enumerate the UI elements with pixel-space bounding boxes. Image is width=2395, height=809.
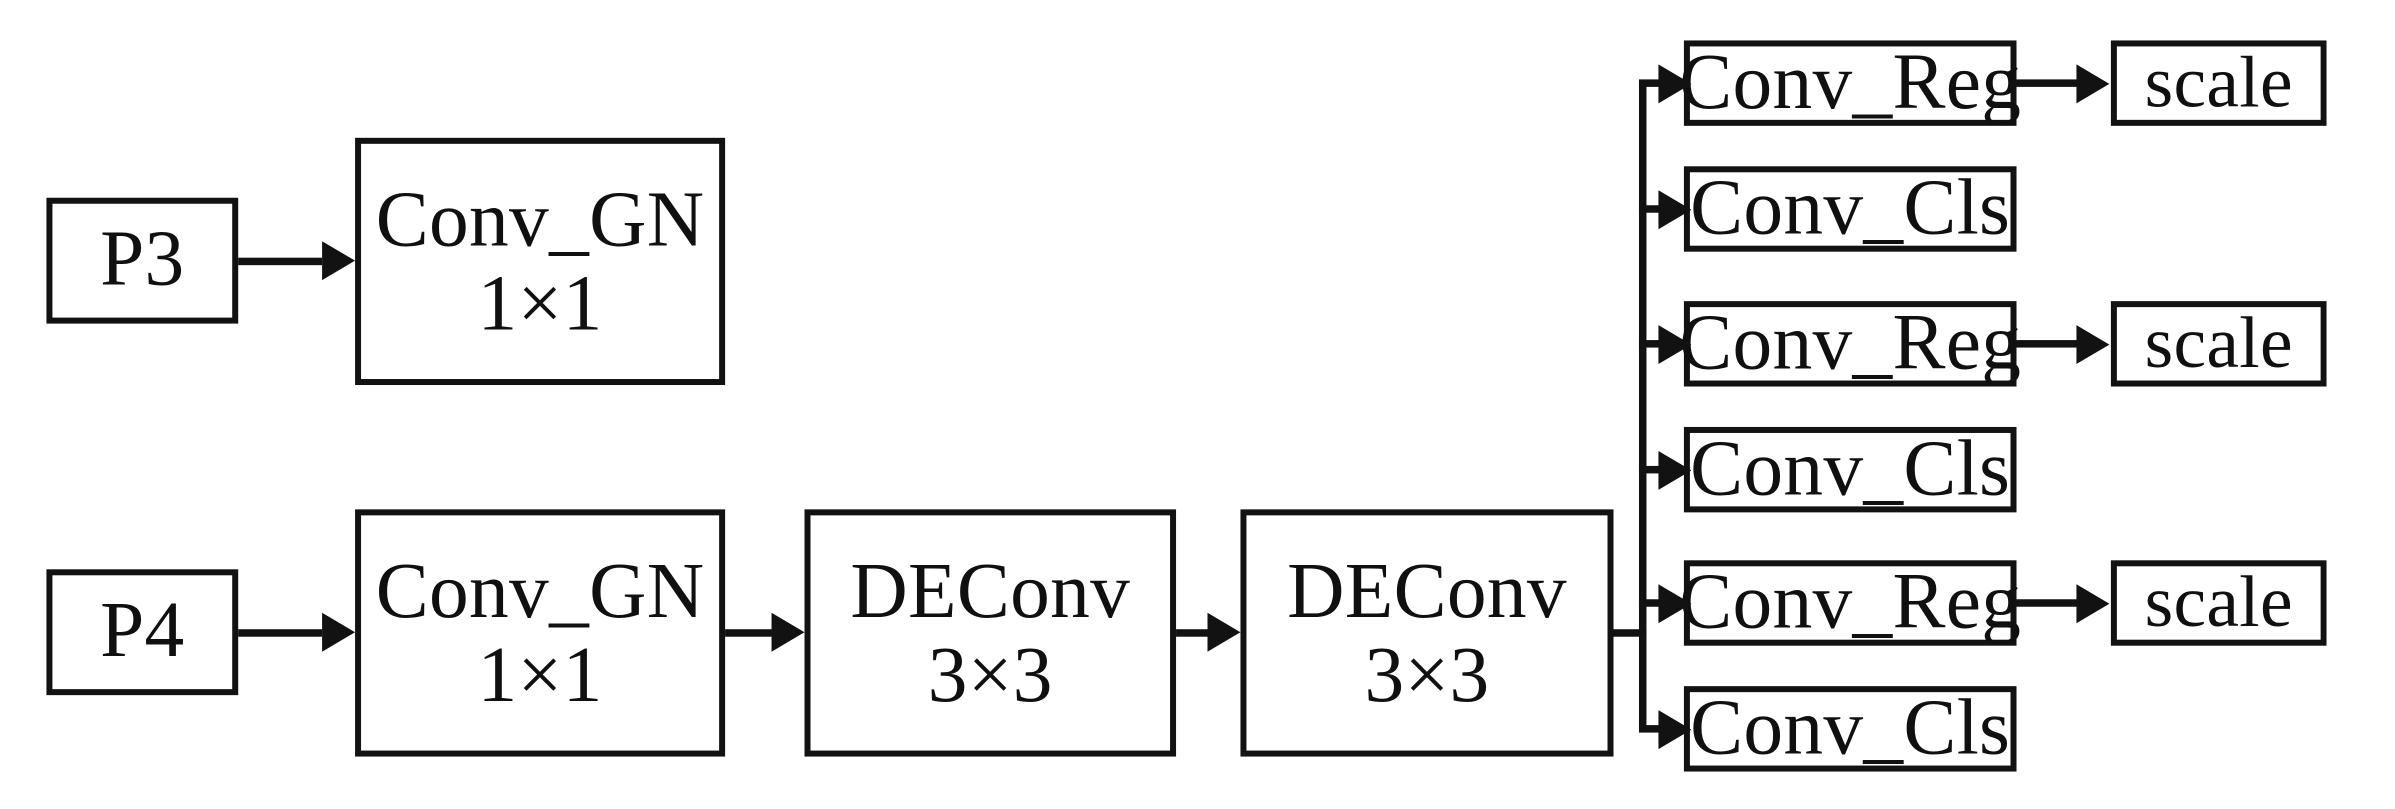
connector-bus-to-head-3-cls <box>1638 725 1671 733</box>
connector-head-3-reg-to-scale-3 <box>2016 599 2084 607</box>
arrowhead-bus-to-head-2-cls <box>1658 450 1692 490</box>
head-node-3-reg-label: Conv_Reg <box>1679 558 2022 646</box>
scale-node-1-label: scale <box>2144 40 2293 123</box>
conv-gn-node-p3: Conv_GN 1×1 <box>355 137 726 386</box>
scale-node-2: scale <box>2110 301 2327 387</box>
deconv-node-1: DEConv 3×3 <box>804 509 1177 757</box>
connector-p4-to-convgn <box>238 629 323 637</box>
arrowhead-bus-to-head-3-cls <box>1658 710 1692 750</box>
conv-gn-node-p3-line1: Conv_GN <box>375 177 705 265</box>
connector-bus-to-head-2-cls <box>1638 465 1671 474</box>
arrowhead-convgn-to-deconv1 <box>771 612 805 652</box>
head-node-2-cls: Conv_Cls <box>1683 425 2017 513</box>
conv-gn-node-p4-line2: 1×1 <box>477 631 603 719</box>
deconv-node-2: DEConv 3×3 <box>1240 509 1614 757</box>
arrowhead-bus-to-head-1-cls <box>1658 190 1692 230</box>
input-node-p4-label: P4 <box>100 587 185 675</box>
arrowhead-bus-to-head-3-reg <box>1658 584 1692 624</box>
input-node-p4: P4 <box>46 569 239 696</box>
scale-node-2-label: scale <box>2144 301 2293 384</box>
arrowhead-bus-to-head-2-reg <box>1658 325 1692 365</box>
arrowhead-bus-to-head-1-reg <box>1658 64 1692 104</box>
head-node-1-reg: Conv_Reg <box>1679 40 2021 126</box>
arrowhead-deconv1-to-deconv2 <box>1207 612 1241 652</box>
conv-gn-node-p3-line2: 1×1 <box>477 259 603 347</box>
head-node-3-cls-label: Conv_Cls <box>1690 684 2011 772</box>
connector-deconv2-to-branch-bus <box>1613 629 1647 637</box>
connector-deconv1-to-deconv2 <box>1176 629 1208 637</box>
connector-bus-to-head-1-cls <box>1638 205 1671 213</box>
head-node-3-cls: Conv_Cls <box>1683 684 2017 772</box>
connector-bus-to-head-1-reg <box>1638 79 1671 87</box>
connector-head-2-reg-to-scale-2 <box>2016 340 2084 348</box>
input-node-p3-label: P3 <box>100 216 185 304</box>
deconv-node-2-line2: 3×3 <box>1364 631 1490 719</box>
head-node-1-reg-label: Conv_Reg <box>1679 38 2022 126</box>
scale-node-3-label: scale <box>2144 560 2293 643</box>
connector-bus-to-head-2-reg <box>1638 340 1671 348</box>
connector-head-1-reg-to-scale-1 <box>2016 79 2084 87</box>
deconv-node-2-line1: DEConv <box>1287 548 1567 636</box>
connector-bus-to-head-3-reg <box>1638 599 1671 607</box>
head-node-3-reg: Conv_Reg <box>1679 560 2021 646</box>
conv-gn-node-p4: Conv_GN 1×1 <box>355 509 726 757</box>
head-node-1-cls: Conv_Cls <box>1683 164 2017 252</box>
arrowhead-head-2-reg-to-scale-2 <box>2076 325 2110 365</box>
head-node-1-cls-label: Conv_Cls <box>1690 164 2011 252</box>
scale-node-3: scale <box>2110 560 2327 646</box>
architecture-diagram: P3 P4 P5 Conv_GN 1×1 Conv_GN 1×1 Conv_GN… <box>46 40 2327 772</box>
scale-node-1: scale <box>2110 40 2327 126</box>
deconv-node-1-line1: DEConv <box>850 548 1131 636</box>
head-node-2-reg: Conv_Reg <box>1679 301 2021 387</box>
arrowhead-p4-to-convgn <box>322 612 356 652</box>
input-node-p3: P3 <box>46 197 239 324</box>
connector-p3-to-convgn <box>238 257 323 266</box>
branch-bus-vertical <box>1638 83 1647 730</box>
connector-convgn-to-deconv1 <box>725 629 772 637</box>
conv-gn-node-p4-line1: Conv_GN <box>375 548 705 636</box>
arrowhead-head-1-reg-to-scale-1 <box>2076 64 2110 104</box>
head-node-2-reg-label: Conv_Reg <box>1679 299 2022 387</box>
head-node-2-cls-label: Conv_Cls <box>1690 425 2011 513</box>
deconv-node-1-line2: 3×3 <box>927 631 1053 719</box>
arrowhead-p3-to-convgn <box>322 241 356 281</box>
arrowhead-head-3-reg-to-scale-3 <box>2076 584 2110 624</box>
